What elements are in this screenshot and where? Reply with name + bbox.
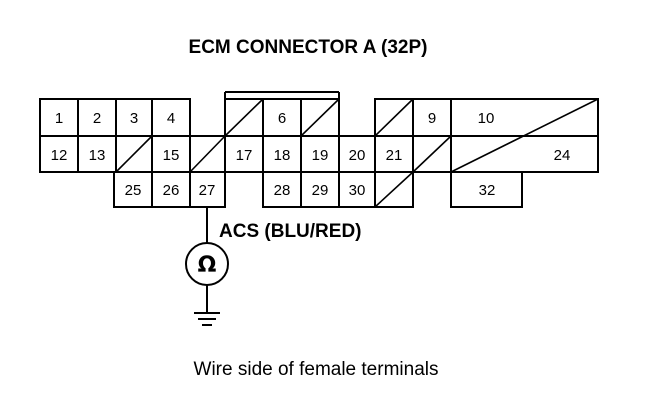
- cell-pin-21: [374, 135, 414, 173]
- unused-slash: [374, 171, 414, 208]
- pin-label-26: 26: [163, 182, 180, 199]
- unused-slash: [300, 98, 340, 137]
- pin-label-20: 20: [349, 147, 366, 164]
- wire-label: ACS (BLU/RED): [219, 221, 362, 242]
- pin-label-12: 12: [51, 147, 68, 164]
- connector-face: 1 2 3 4 6 9 10 12 13 15 17 18 19 20 21 2…: [39, 91, 599, 208]
- pin-label-3: 3: [130, 110, 138, 127]
- unused-slash: [189, 135, 226, 173]
- pin-label-9: 9: [428, 110, 436, 127]
- pin-label-2: 2: [93, 110, 101, 127]
- pin-label-19: 19: [312, 147, 329, 164]
- caption: Wire side of female terminals: [194, 359, 439, 380]
- ground-icon: [194, 312, 220, 326]
- unused-slash-wide: [450, 98, 599, 173]
- cell-pin-27: [189, 171, 226, 208]
- pin-label-32: 32: [479, 182, 496, 199]
- pin-label-13: 13: [89, 147, 106, 164]
- cell-pin-25: [113, 171, 153, 208]
- cell-pin-12: [39, 135, 79, 173]
- ohm-symbol: Ω: [198, 253, 217, 278]
- cell-pins-10-11: [450, 98, 599, 137]
- ohmmeter-icon: Ω: [185, 242, 229, 286]
- pin-label-27: 27: [199, 182, 216, 199]
- unused-slash: [224, 98, 264, 137]
- pin-label-15: 15: [163, 147, 180, 164]
- pin-label-10: 10: [478, 110, 495, 127]
- cell-pin-18: [262, 135, 302, 173]
- pin-label-18: 18: [274, 147, 291, 164]
- cell-pin-19: [300, 135, 340, 173]
- pin-label-28: 28: [274, 182, 291, 199]
- unused-slash: [412, 135, 452, 173]
- pin-label-4: 4: [167, 110, 175, 127]
- pin-label-17: 17: [236, 147, 253, 164]
- pin-label-1: 1: [55, 110, 63, 127]
- pin-label-21: 21: [386, 147, 403, 164]
- cell-pin-4: [151, 98, 191, 137]
- pin-label-29: 29: [312, 182, 329, 199]
- pin-label-25: 25: [125, 182, 142, 199]
- diagram-title: ECM CONNECTOR A (32P): [189, 37, 428, 58]
- cell-pins-23-24: [450, 135, 599, 173]
- pin-label-24: 24: [554, 147, 571, 164]
- cell-pin-29: [300, 171, 340, 208]
- cell-pin-32: [450, 171, 523, 208]
- unused-slash: [115, 135, 153, 173]
- unused-slash: [374, 98, 414, 137]
- pin-label-30: 30: [349, 182, 366, 199]
- pin-label-6: 6: [278, 110, 286, 127]
